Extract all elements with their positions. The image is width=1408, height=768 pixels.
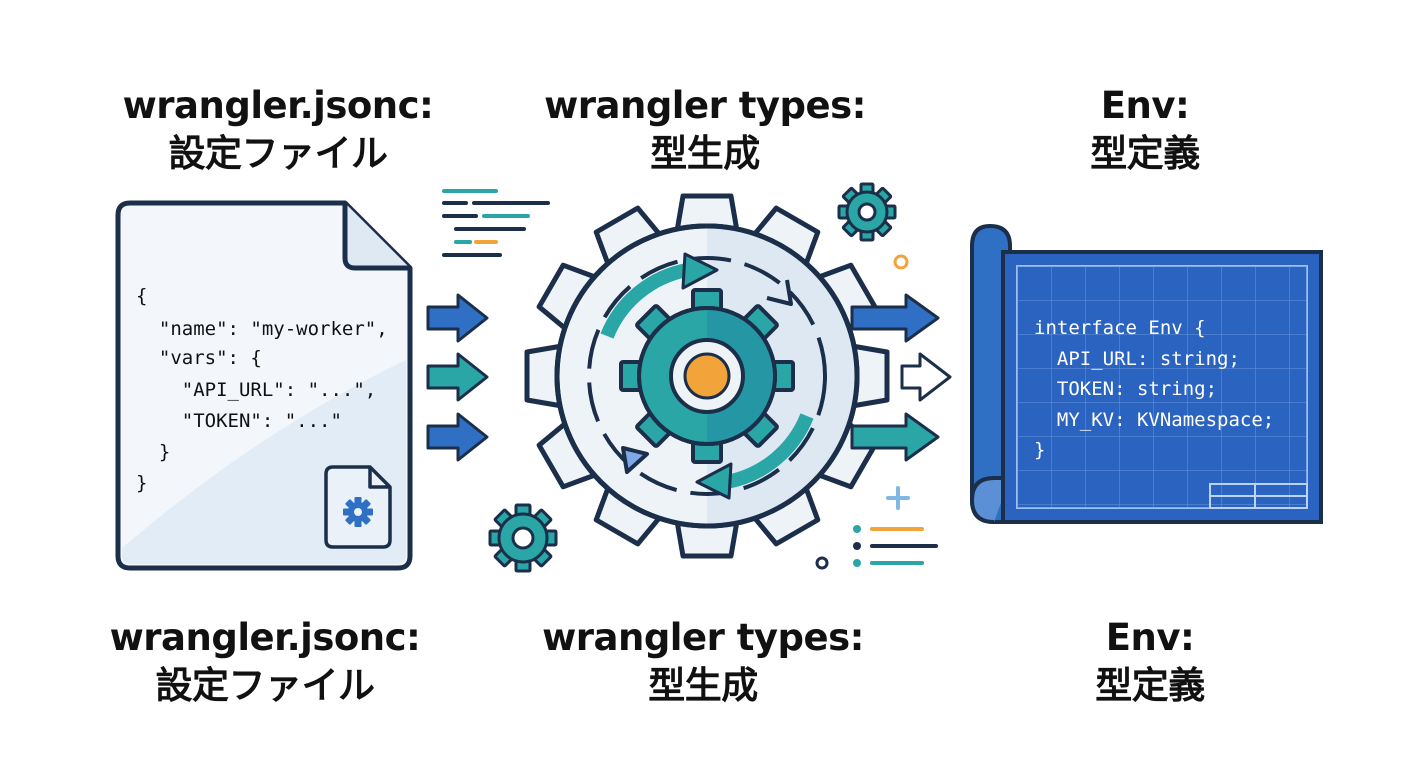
code-line: "TOKEN": "..."	[136, 410, 342, 432]
code-line: MY_KV: KVNamespace;	[1034, 409, 1274, 431]
arrow-right-icon	[850, 412, 940, 462]
code-line: API_URL: string;	[1034, 348, 1240, 370]
small-gear-icon	[488, 503, 558, 573]
label-subtitle: 型生成	[650, 132, 760, 175]
code-lines-decoration	[853, 525, 938, 567]
label-title: wrangler.jsonc:	[122, 84, 434, 127]
small-gear-icon	[837, 182, 897, 242]
label-title: wrangler types:	[544, 84, 866, 127]
output-arrows	[850, 293, 952, 462]
code-line: }	[136, 472, 147, 494]
code-line: "name": "my-worker",	[136, 318, 388, 340]
big-gear-icon	[524, 193, 890, 559]
label-title: wrangler types:	[542, 616, 864, 659]
config-file-document: { "name": "my-worker", "vars": { "API_UR…	[115, 200, 413, 571]
label-config-bottom: wrangler.jsonc: 設定ファイル	[95, 614, 435, 710]
arrow-right-icon	[850, 293, 940, 343]
code-line: "vars": {	[136, 347, 262, 369]
label-subtitle: 設定ファイル	[168, 132, 389, 175]
arrow-right-icon	[426, 352, 489, 402]
label-title: Env:	[1105, 616, 1195, 659]
arrow-right-icon	[426, 412, 489, 462]
label-title: Env:	[1100, 84, 1190, 127]
config-code-block: { "name": "my-worker", "vars": { "API_UR…	[136, 285, 388, 494]
env-code-block: interface Env { API_URL: string; TOKEN: …	[1034, 317, 1274, 461]
code-line: {	[136, 285, 147, 307]
label-config-top: wrangler.jsonc: 設定ファイル	[108, 82, 448, 178]
input-arrows	[426, 293, 489, 462]
code-lines-decoration	[442, 189, 550, 257]
code-line: "API_URL": "...",	[136, 379, 376, 401]
env-blueprint: interface Env { API_URL: string; TOKEN: …	[969, 223, 1323, 524]
label-subtitle: 設定ファイル	[155, 664, 376, 707]
label-subtitle: 型定義	[1090, 132, 1200, 175]
code-line: }	[1034, 439, 1045, 461]
label-env-top: Env: 型定義	[1040, 82, 1250, 178]
label-subtitle: 型定義	[1095, 664, 1205, 707]
code-line: TOKEN: string;	[1034, 378, 1217, 400]
arrow-right-icon	[900, 352, 952, 402]
code-line: interface Env {	[1034, 317, 1206, 339]
arrow-right-icon	[426, 293, 489, 343]
settings-file-icon	[324, 465, 392, 549]
sparkle-decoration	[815, 254, 910, 570]
label-env-bottom: Env: 型定義	[1045, 614, 1255, 710]
label-subtitle: 型生成	[648, 664, 758, 707]
code-line: }	[136, 441, 170, 463]
label-types-top: wrangler types: 型生成	[530, 82, 880, 178]
label-types-bottom: wrangler types: 型生成	[528, 614, 878, 710]
label-title: wrangler.jsonc:	[109, 616, 421, 659]
